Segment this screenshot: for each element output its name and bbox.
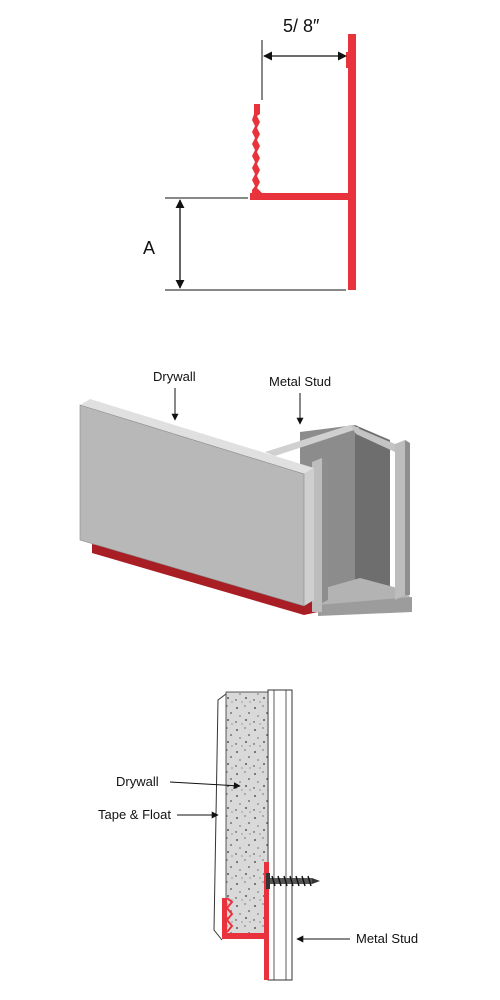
- width-dimension-label: 5/ 8″: [283, 16, 320, 36]
- section-tape-label: Tape & Float: [98, 807, 171, 822]
- iso-metal-stud: [265, 425, 412, 616]
- isometric-assembly: Drywall Metal Stud: [79, 369, 412, 616]
- section-trim: [222, 862, 269, 980]
- iso-drywall-label: Drywall: [153, 369, 196, 384]
- section-drywall-core: [225, 691, 269, 939]
- width-dimension: 5/ 8″: [261, 16, 347, 100]
- section-metal-stud: [267, 689, 293, 981]
- section-drywall-label: Drywall: [116, 774, 159, 789]
- trim-back-leg: [348, 34, 356, 290]
- trim-flange: [250, 193, 352, 200]
- iso-drywall: [79, 399, 314, 607]
- iso-stud-label: Metal Stud: [269, 374, 331, 389]
- height-dimension-label: A: [143, 238, 155, 258]
- section-stud-label: Metal Stud: [356, 931, 418, 946]
- section-screw: [266, 873, 320, 889]
- height-dimension: A: [143, 197, 346, 291]
- trim-profile: [250, 34, 356, 290]
- section-detail: Drywall Tape & Float Metal Stud: [98, 689, 418, 981]
- trim-perforated-leg: [252, 104, 262, 200]
- iso-trim: [92, 544, 318, 615]
